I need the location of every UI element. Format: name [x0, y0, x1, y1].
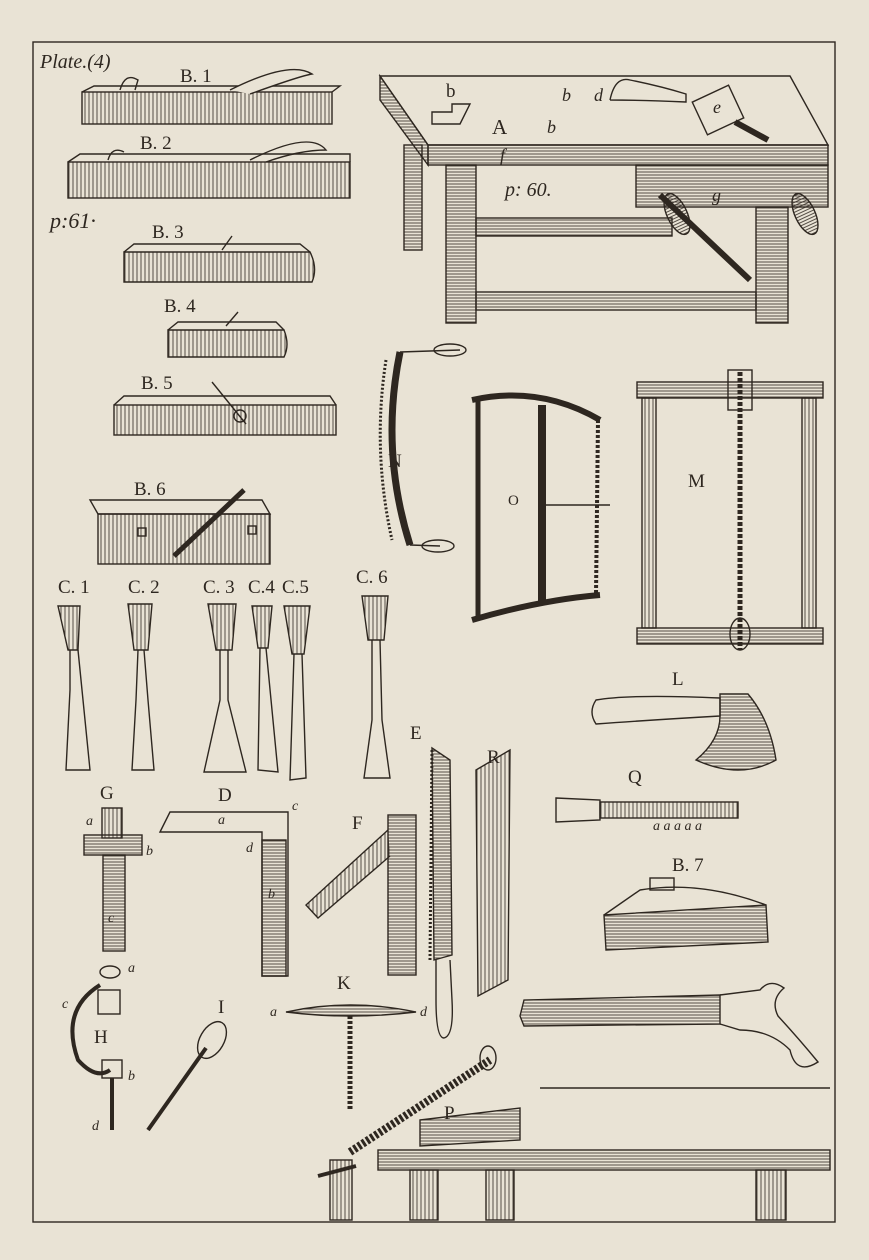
gimlet-i [146, 1020, 228, 1132]
label-f: F [352, 813, 363, 834]
label-k: K [337, 973, 351, 994]
workbench-a [378, 73, 830, 324]
label-c5: C.5 [282, 577, 309, 598]
label-b2: B. 2 [140, 133, 172, 154]
tool-q [555, 797, 739, 823]
g-letter-b: b [146, 844, 153, 859]
k-letter-a: a [270, 1005, 277, 1020]
label-c6: C. 6 [356, 567, 388, 588]
auger-k [285, 1004, 417, 1110]
d-letter-b: b [268, 887, 275, 902]
label-b4: B. 4 [164, 296, 196, 317]
bench-letter-d: d [594, 85, 603, 105]
bench-letter-e: e [713, 97, 721, 117]
label-b6: B. 6 [134, 479, 166, 500]
saw-m [636, 369, 824, 651]
bench-letter-b: b [547, 117, 556, 137]
label-i: I [218, 997, 225, 1018]
plane-b7 [603, 877, 769, 951]
clamp-h [70, 965, 123, 1130]
bench-p [317, 1045, 831, 1221]
plane-b3 [123, 235, 316, 283]
d-letter-d: d [246, 841, 253, 856]
label-g: G [100, 783, 114, 804]
plate-border [32, 41, 836, 1223]
label-b5: B. 5 [141, 373, 173, 394]
label-c1: C. 1 [58, 577, 90, 598]
rule-r [475, 748, 511, 998]
page-ref-planes: p:61· [50, 208, 96, 233]
handsaw [519, 982, 820, 1068]
bench-letter-g: g [712, 185, 721, 205]
bench-letter-b: b [446, 81, 456, 102]
plate-title: Plate.(4) [40, 51, 111, 73]
plane-b1 [81, 68, 343, 125]
label-p: P [444, 1103, 455, 1124]
label-c4: C.4 [248, 577, 275, 598]
g-letter-c: c [108, 911, 115, 926]
saw-e [428, 746, 454, 1039]
label-r: R [487, 747, 500, 768]
saw-o [471, 392, 610, 623]
h-letter-c: c [62, 997, 69, 1012]
label-b3: B. 3 [152, 222, 184, 243]
g-letter-a: a [86, 814, 93, 829]
page-ref-bench: p: 60. [505, 179, 552, 201]
square-d [158, 811, 289, 977]
gauge-g [83, 807, 143, 952]
label-a: A [492, 115, 508, 139]
label-c3: C. 3 [203, 577, 235, 598]
label-o: O [508, 493, 519, 509]
d-letter-a: a [218, 813, 225, 828]
label-n: N [388, 451, 402, 472]
label-h: H [94, 1027, 108, 1048]
label-b1: B. 1 [180, 66, 212, 87]
d-letter-c: c [292, 799, 299, 814]
label-b7: B. 7 [672, 855, 704, 876]
h-letter-d: d [92, 1119, 99, 1134]
label-m: M [688, 471, 705, 492]
label-q: Q [628, 767, 642, 788]
chisels-c [57, 595, 391, 781]
label-l: L [672, 669, 684, 690]
h-letter-b: b [128, 1069, 135, 1084]
label-c2: C. 2 [128, 577, 160, 598]
bench-letter-b: b [562, 85, 571, 105]
h-letter-a: a [128, 961, 135, 976]
plane-b6 [88, 488, 272, 565]
axe-l [591, 693, 777, 771]
bench-letter-f: f [500, 145, 506, 165]
label-q-teeth: a a a a a [653, 819, 702, 834]
saw-n [378, 343, 467, 553]
plane-b2 [67, 141, 351, 199]
k-letter-d: d [420, 1005, 427, 1020]
label-d: D [218, 785, 232, 806]
label-e: E [410, 723, 422, 744]
bevel-f [305, 814, 417, 976]
plane-b5 [113, 381, 337, 436]
plane-b4 [167, 311, 288, 358]
